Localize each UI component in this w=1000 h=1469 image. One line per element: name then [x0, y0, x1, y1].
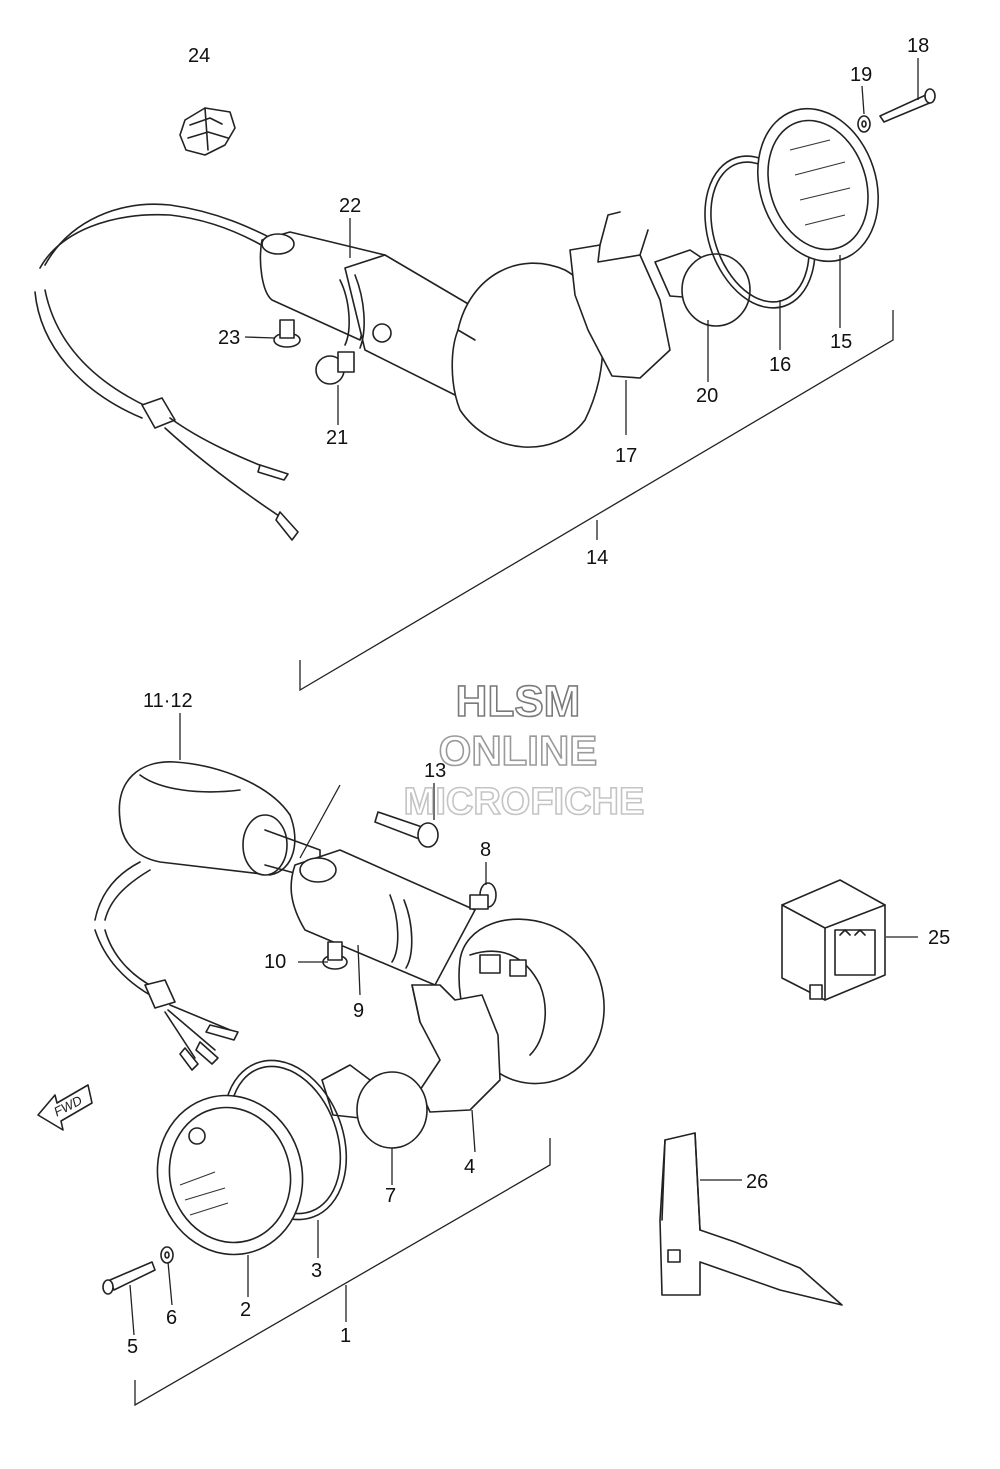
part-labels: 24 18 19 22 23 15 16 20 21 17 14 11·12 1…: [127, 35, 950, 1358]
label-part-20: 20: [696, 385, 718, 407]
label-part-15: 15: [830, 331, 852, 353]
socket-bracket-4: [411, 984, 501, 1113]
washer-6: [160, 1246, 174, 1264]
bracket-26: [659, 1132, 843, 1306]
washer-19: [857, 115, 871, 133]
bulb-7: [321, 1064, 428, 1149]
wire-harness-upper: [34, 203, 299, 541]
watermark-line3: MICROFICHE: [404, 781, 645, 823]
label-part-1: 1: [340, 1325, 351, 1347]
relay-25: [781, 879, 886, 1001]
label-part-9: 9: [353, 1000, 364, 1022]
fwd-arrow-icon: FWD: [37, 1084, 93, 1131]
bolt-21: [315, 351, 355, 385]
leader-lines-lower: [129, 713, 918, 1336]
label-part-11-12: 11·12: [143, 690, 193, 712]
screw-23: [273, 319, 301, 348]
label-part-13: 13: [424, 760, 446, 782]
label-part-24: 24: [188, 45, 210, 67]
watermark-line1: HLSM: [456, 677, 581, 726]
label-part-3: 3: [311, 1260, 322, 1282]
label-part-16: 16: [769, 354, 791, 376]
assembly-bracket-1: [134, 1138, 551, 1407]
turn-signal-stem-9: [290, 849, 476, 986]
lamp-housing-upper: [451, 262, 604, 448]
screw-5: [102, 1261, 156, 1295]
clamp-housing-11-12: [118, 761, 321, 881]
label-part-23: 23: [218, 327, 240, 349]
screw-8: [469, 882, 497, 910]
label-part-2: 2: [240, 1299, 251, 1321]
label-part-6: 6: [166, 1307, 177, 1329]
label-part-17: 17: [615, 445, 637, 467]
bulb-20: [654, 249, 751, 327]
label-part-7: 7: [385, 1185, 396, 1207]
label-part-5: 5: [127, 1336, 138, 1358]
label-part-21: 21: [326, 427, 348, 449]
turn-signal-stem-22: [259, 231, 471, 396]
watermark-line2: ONLINE: [439, 727, 598, 774]
watermark: HLSM ONLINE MICROFICHE: [403, 676, 645, 824]
label-part-10: 10: [264, 951, 286, 973]
leader-lines-upper: [244, 58, 919, 540]
label-part-14: 14: [586, 547, 608, 569]
lens-15: [757, 107, 879, 263]
label-part-22: 22: [339, 195, 361, 217]
label-part-19: 19: [850, 64, 872, 86]
socket-bracket-17: [569, 211, 671, 379]
lens-2: [156, 1094, 304, 1256]
screw-18: [879, 88, 936, 123]
label-part-8: 8: [480, 839, 491, 861]
assembly-bracket-14: [299, 310, 894, 692]
wire-harness-lower: [94, 861, 239, 1071]
bolt-13: [374, 811, 439, 848]
label-part-25: 25: [928, 927, 950, 949]
cable-clamp-24: [179, 107, 236, 156]
label-part-4: 4: [464, 1156, 475, 1178]
label-part-26: 26: [746, 1171, 768, 1193]
screw-10: [322, 941, 348, 970]
label-part-18: 18: [907, 35, 929, 57]
